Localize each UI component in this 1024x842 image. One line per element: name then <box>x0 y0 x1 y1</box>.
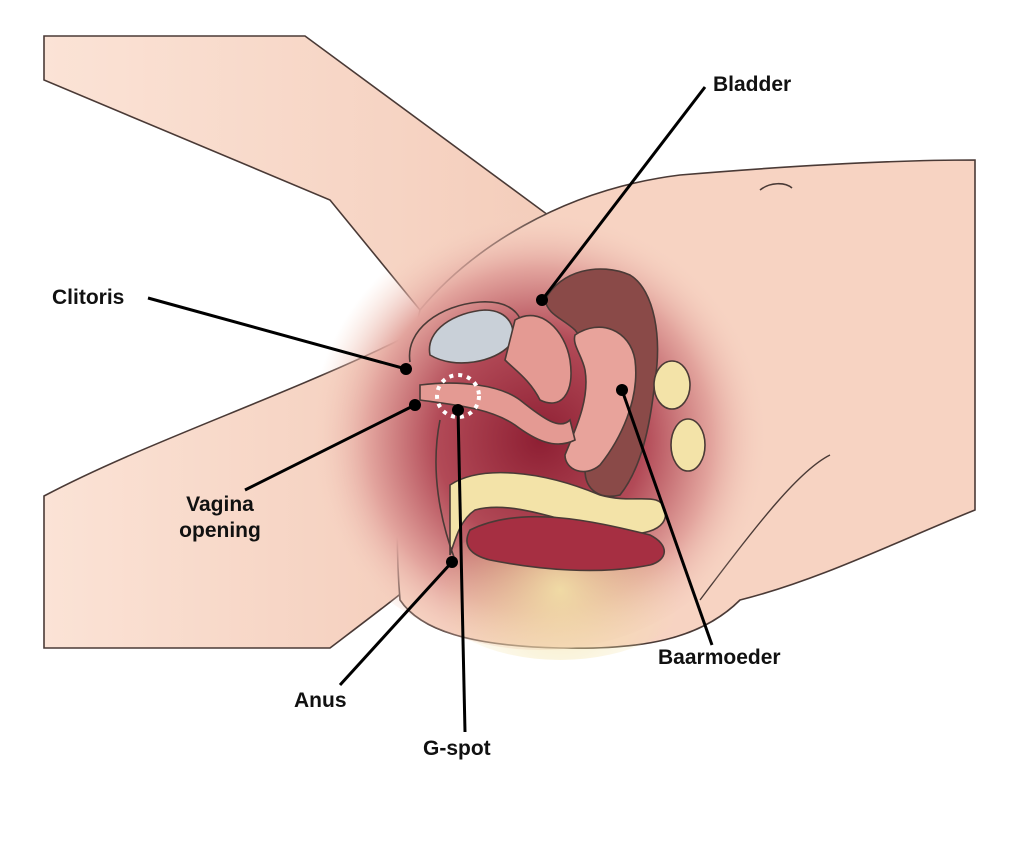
label-g-spot: G-spot <box>423 737 491 760</box>
vaginal-canal <box>419 382 576 445</box>
label-vagina-opening-line2: opening <box>179 519 261 542</box>
leader-baarmoeder <box>616 384 714 646</box>
label-baarmoeder: Baarmoeder <box>658 646 781 669</box>
leader-clitoris <box>147 296 412 375</box>
uterus-shape <box>504 314 572 404</box>
navel-crease <box>759 182 793 191</box>
anal-canal <box>435 419 456 561</box>
pubic-bone <box>428 309 514 364</box>
label-clitoris: Clitoris <box>52 286 125 309</box>
label-anus: Anus <box>294 689 347 712</box>
fat-pad <box>449 471 667 556</box>
label-vagina-opening: Vagina opening <box>160 492 280 544</box>
leader-g-spot <box>452 404 467 733</box>
oval-lower <box>670 418 706 472</box>
leader-bladder <box>536 86 707 306</box>
label-vagina-opening-line1: Vagina <box>186 493 254 516</box>
uterus-body <box>564 326 637 473</box>
leader-anus <box>338 556 458 687</box>
label-bladder: Bladder <box>713 73 792 96</box>
oval-upper <box>653 360 691 410</box>
g-spot-marker <box>435 373 481 419</box>
leader-vagina-opening <box>244 399 421 492</box>
rectum <box>466 515 666 572</box>
